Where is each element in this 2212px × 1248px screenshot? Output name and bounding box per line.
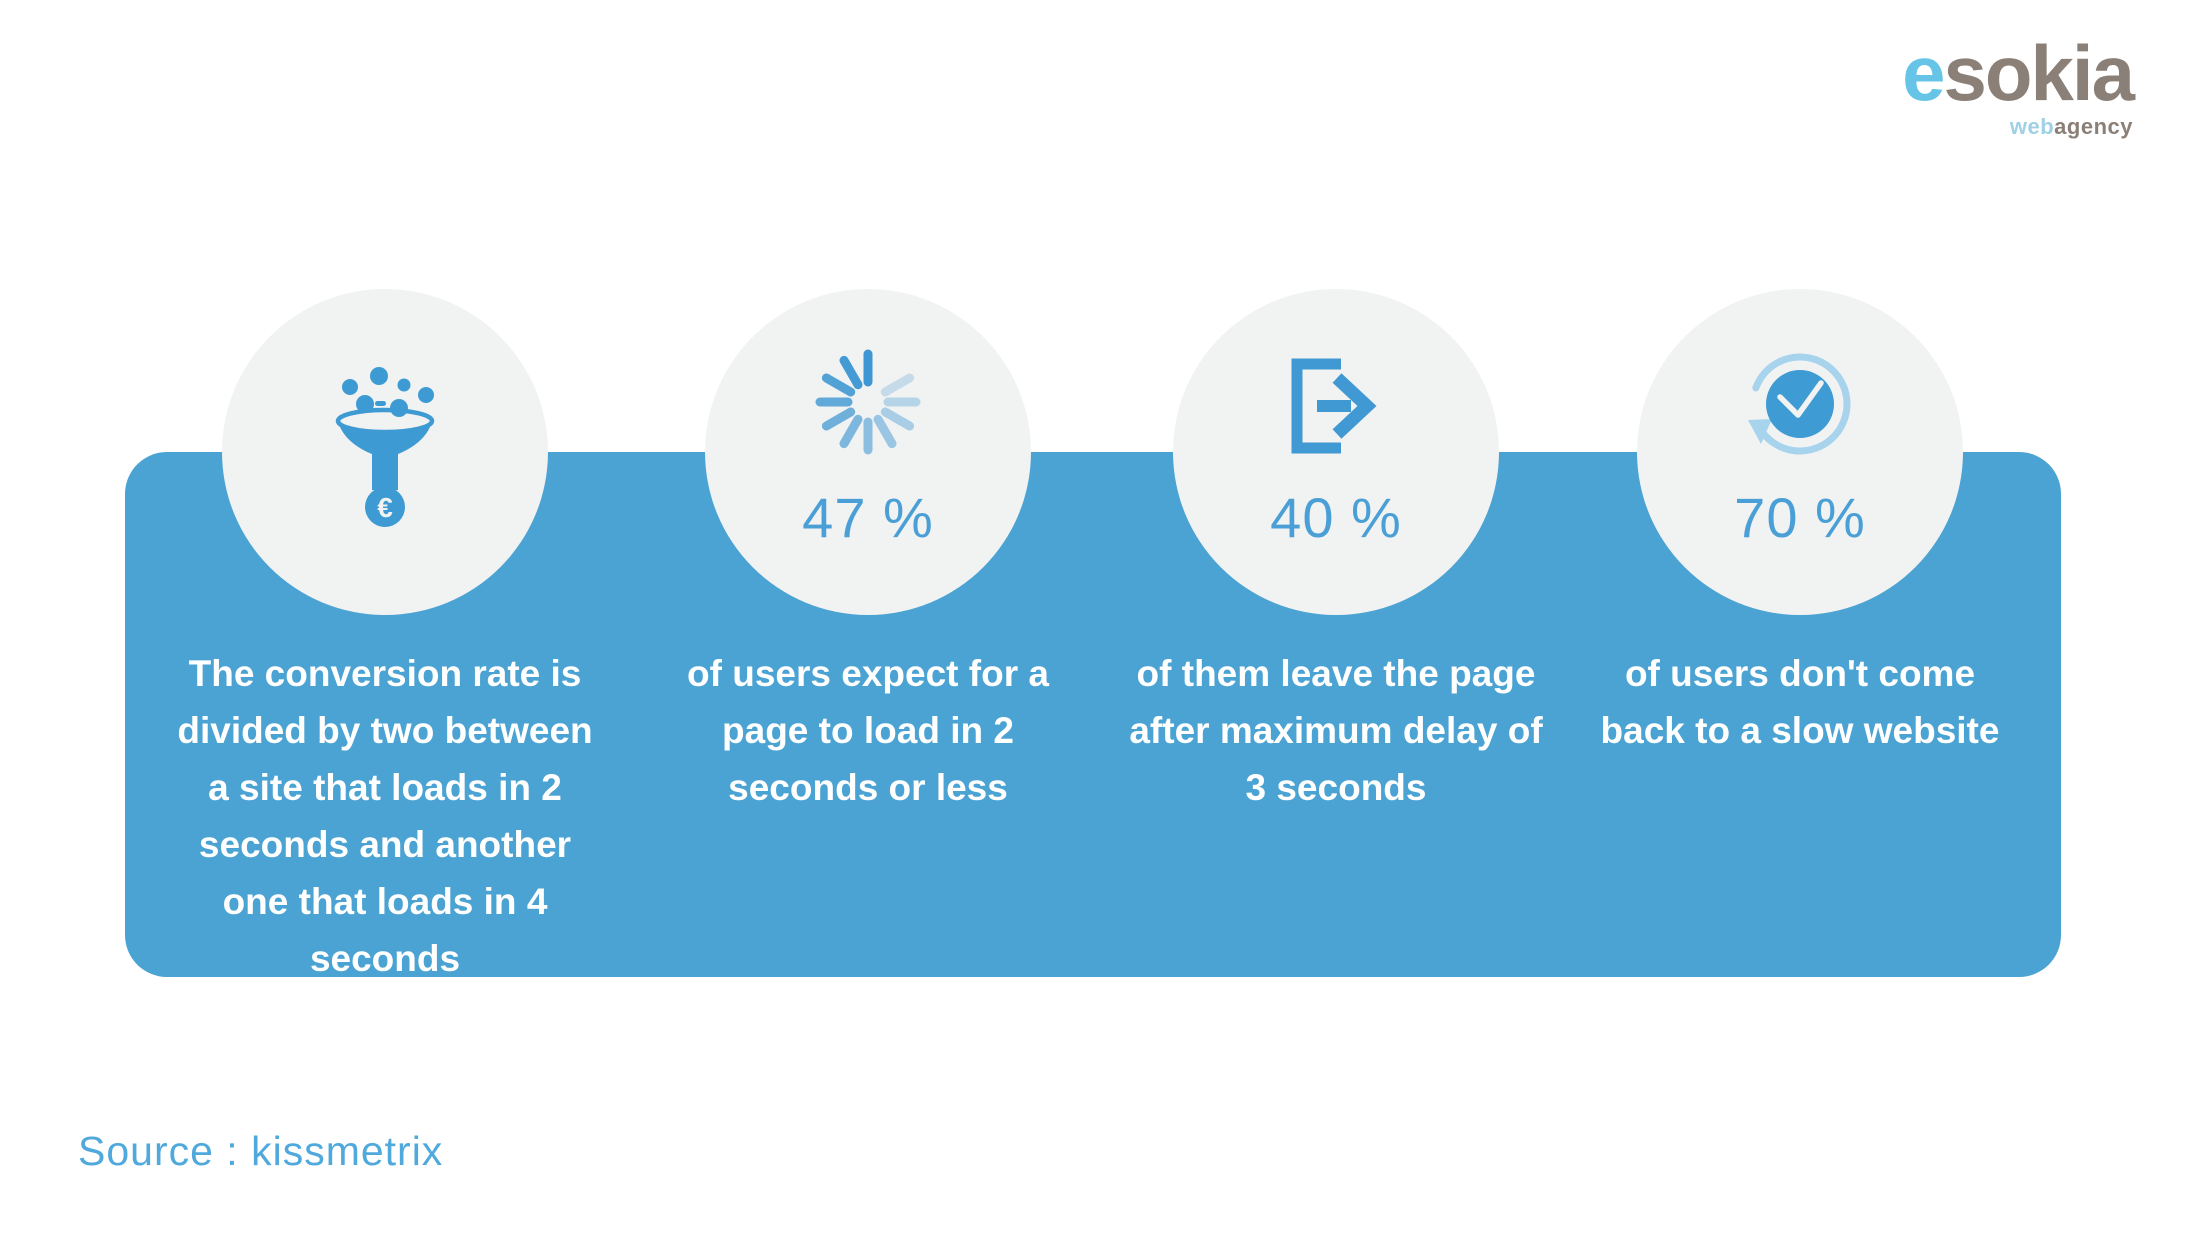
stat-caption: of them leave the page after maximum del… bbox=[1129, 653, 1543, 808]
esokia-logo: esokia webagency bbox=[1902, 34, 2135, 138]
stat-circle: 70 % bbox=[1637, 289, 1963, 615]
clock-history-icon bbox=[1748, 353, 1851, 455]
logo-tagline-web: web bbox=[2009, 114, 2055, 139]
source-credit: Source : kissmetrix bbox=[78, 1128, 444, 1174]
logo-wordmark: esokia bbox=[1902, 34, 2135, 112]
stat-caption: The conversion rate is divided by two be… bbox=[177, 653, 593, 979]
logo-wordmark-sokia: sokia bbox=[1943, 29, 2135, 117]
logo-tagline-agency: agency bbox=[2054, 114, 2133, 139]
exit-page-icon bbox=[1291, 358, 1377, 454]
stat-percent: 40 % bbox=[1270, 486, 1402, 549]
stat-column-leave-page: 40 % of them leave the page after maximu… bbox=[1106, 289, 1566, 816]
stat-column-load-expectation: 47 % of users expect for a page to load … bbox=[638, 289, 1098, 816]
stat-circle: € bbox=[222, 289, 548, 615]
stat-column-conversion: € The conversion rate is divided by two … bbox=[155, 289, 615, 987]
stat-caption: of users don't come back to a slow websi… bbox=[1600, 653, 2000, 751]
stat-circle: 40 % bbox=[1173, 289, 1499, 615]
euro-symbol: € bbox=[377, 492, 393, 523]
stat-caption: of users expect for a page to load in 2 … bbox=[687, 653, 1049, 808]
stat-circle: 47 % bbox=[705, 289, 1031, 615]
stat-percent: 47 % bbox=[802, 486, 934, 549]
stat-column-no-return: 70 % of users don't come back to a slow … bbox=[1570, 289, 2030, 759]
stat-percent: 70 % bbox=[1734, 486, 1866, 549]
logo-tagline: webagency bbox=[1902, 116, 2133, 138]
logo-wordmark-e: e bbox=[1902, 29, 1945, 117]
loading-spinner-icon bbox=[815, 349, 921, 455]
funnel-euro-icon: € bbox=[335, 367, 435, 527]
